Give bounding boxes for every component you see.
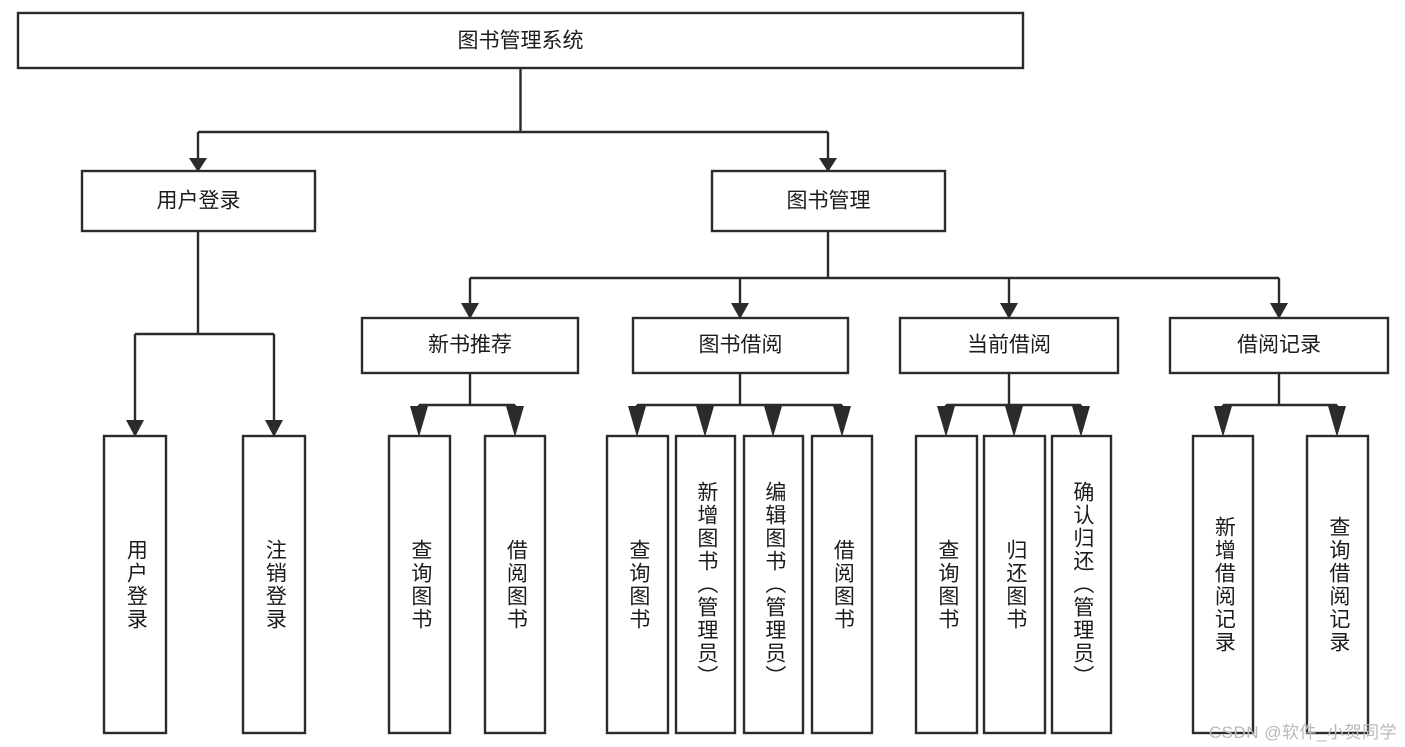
node-root[interactable]: [16, 11, 1025, 70]
arrowhead-grp4-leaf-1: [1214, 406, 1232, 437]
node-borrow-record[interactable]: [1168, 316, 1390, 375]
node-book-borrow-label: 图书借阅: [699, 334, 783, 357]
leaf-confirm-return-admin[interactable]: [1050, 434, 1113, 735]
leaf-query-book-current[interactable]: [914, 434, 979, 735]
arrowhead-grp2-leaf-1: [628, 406, 646, 437]
arrowhead-grp1-leaf-2: [506, 406, 524, 437]
node-new-book-recommend[interactable]: [360, 316, 580, 375]
arrowhead-borrow-record: [1270, 303, 1288, 319]
arrowhead-grp3-leaf-1: [937, 406, 955, 437]
leaf-query-book-borrow[interactable]: [605, 434, 670, 735]
leaf-return-book[interactable]: [982, 434, 1047, 735]
csdn-watermark: CSDN @软件_小贺同学: [1208, 723, 1397, 742]
node-borrow-record-label: 借阅记录: [1237, 334, 1321, 357]
arrowhead-grp4-leaf-2: [1328, 406, 1346, 437]
node-current-borrow-label: 当前借阅: [967, 334, 1051, 357]
leaf-add-book-admin[interactable]: [674, 434, 737, 735]
node-user-login-label: 用户登录: [157, 190, 241, 213]
leaf-borrow-book[interactable]: [810, 434, 874, 735]
arrowhead-grp1-leaf-1: [410, 406, 428, 437]
arrowhead-new-book-rec: [461, 303, 479, 319]
arrowhead-grp2-leaf-3: [764, 406, 782, 437]
arrowhead-leaf-logout: [265, 420, 283, 437]
leaf-borrow-book-rec[interactable]: [483, 434, 547, 735]
leaf-add-borrow-record[interactable]: [1191, 434, 1255, 735]
leaf-edit-book-admin[interactable]: [742, 434, 805, 735]
arrowhead-user-login: [189, 158, 207, 172]
node-new-book-recommend-label: 新书推荐: [428, 334, 512, 357]
leaf-query-borrow-record[interactable]: [1305, 434, 1370, 735]
arrowhead-grp2-leaf-4: [833, 406, 851, 437]
leaf-logout[interactable]: [241, 434, 307, 735]
leaf-user-login[interactable]: [102, 434, 168, 735]
node-book-management[interactable]: [710, 169, 947, 233]
connector-layer: [126, 68, 1346, 437]
arrowhead-current-borrow: [1000, 303, 1018, 319]
node-root-label: 图书管理系统: [458, 30, 584, 53]
arrowhead-leaf-user-login: [126, 420, 144, 437]
arrowhead-book-borrow: [731, 303, 749, 319]
arrowhead-grp3-leaf-2: [1005, 406, 1023, 437]
node-current-borrow[interactable]: [898, 316, 1120, 375]
node-book-borrow[interactable]: [631, 316, 850, 375]
node-user-login[interactable]: [80, 169, 317, 233]
leaf-query-book-rec[interactable]: [387, 434, 452, 735]
arrowhead-grp2-leaf-2: [696, 406, 714, 437]
node-layer: 图书管理系统 用户登录 图书管理 新书推荐 图书借阅 当前借阅 借阅记录: [16, 11, 1390, 735]
arrowhead-grp3-leaf-3: [1072, 406, 1090, 437]
arrowhead-book-mgmt: [819, 158, 837, 172]
node-book-management-label: 图书管理: [787, 190, 871, 213]
